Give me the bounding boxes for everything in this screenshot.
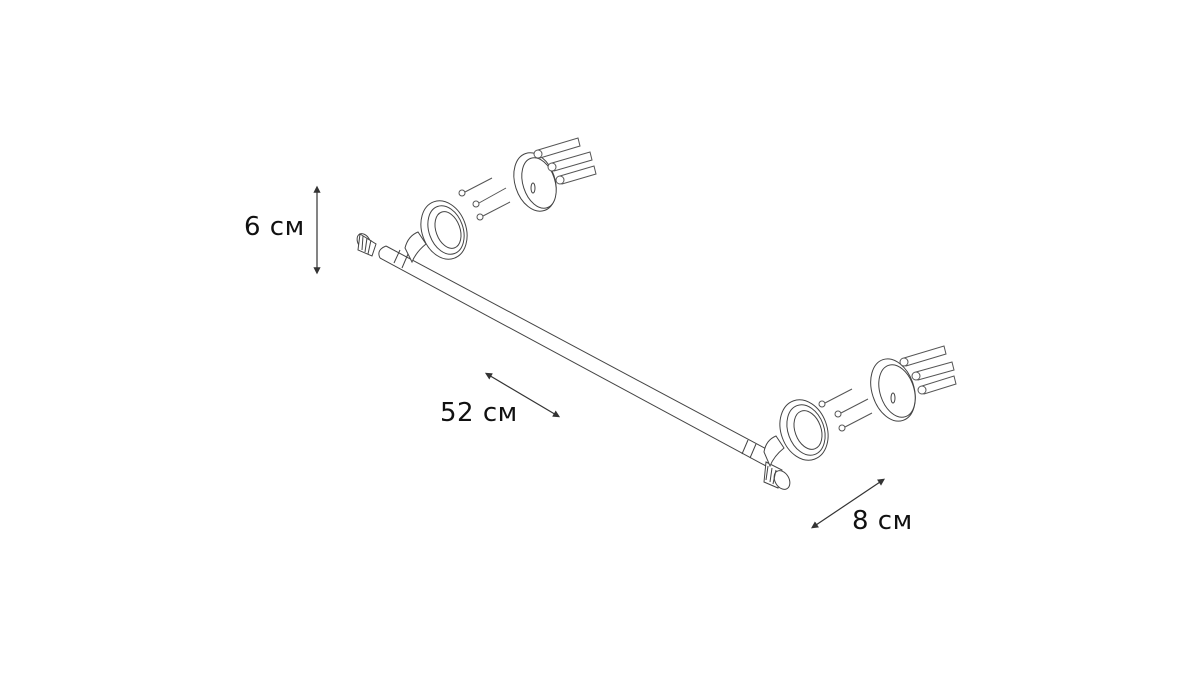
left-wall-anchors [533,137,597,185]
right-wall-anchors [899,345,957,395]
left-end-cap [356,233,377,257]
depth-dimension-arrow [811,478,885,529]
right-mounting-bracket [870,358,916,422]
length-label: 52 см [440,398,518,428]
left-mounting-bracket [513,152,557,212]
right-screws [818,388,873,432]
height-label: 6 см [244,212,305,242]
depth-label: 8 см [852,506,913,536]
length-dimension-arrow [484,372,561,418]
left-screws [458,177,511,221]
right-wall-mount [763,399,829,468]
towel-bar-rod [378,245,773,467]
left-wall-mount [404,200,468,264]
right-end-cap [763,461,791,490]
